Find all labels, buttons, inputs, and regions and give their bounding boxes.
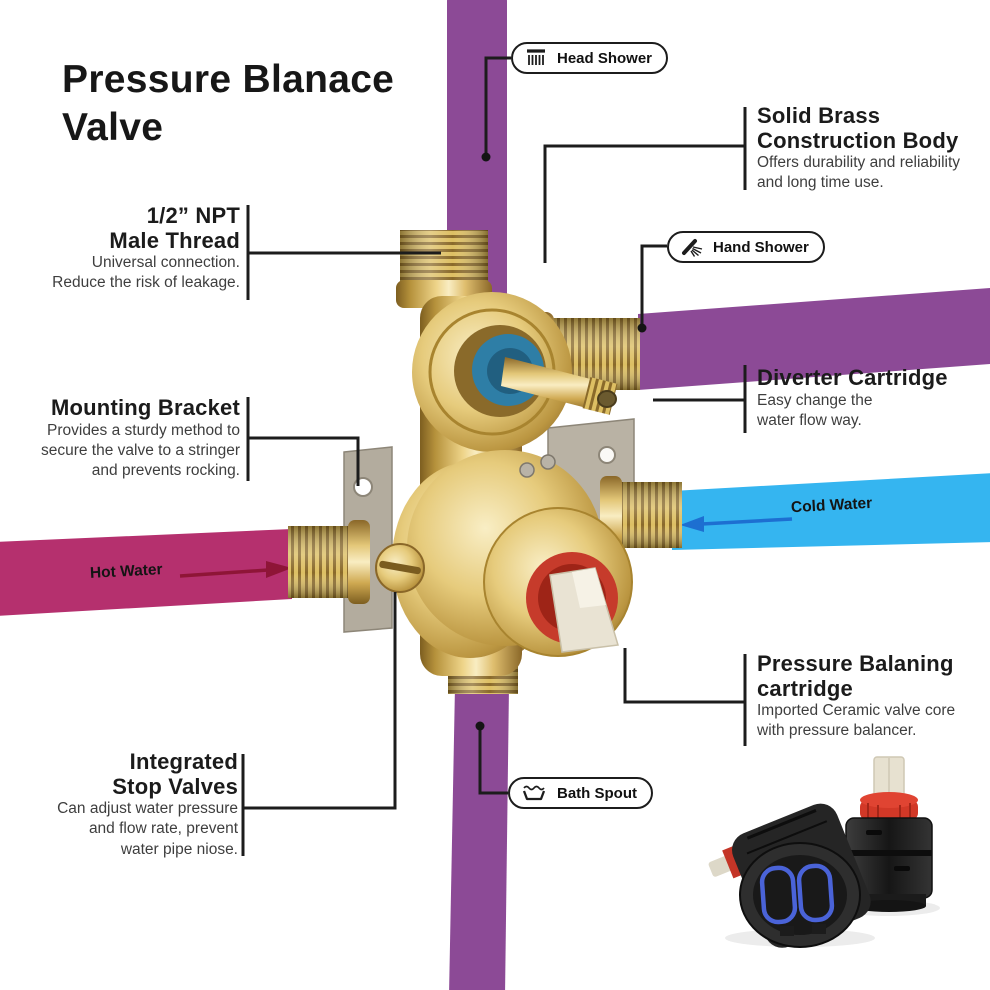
callout-diverter: Diverter Cartridge Easy change the water… (757, 365, 990, 431)
shower-pipes (447, 0, 990, 990)
callout-body: Reduce the risk of leakage. (52, 274, 240, 292)
callout-heading: Integrated (129, 749, 238, 774)
callout-body: and long time use. (757, 174, 884, 192)
callout-heading: 1/2” NPT (146, 203, 240, 228)
head-shower-pipe (447, 0, 507, 300)
hot-water-arrow (179, 561, 292, 578)
callout-body: Universal connection. (91, 254, 240, 272)
diverter-stem (501, 357, 610, 413)
head-shower-pill: Head Shower (511, 42, 669, 74)
callout-heading: Male Thread (109, 227, 240, 253)
callout-dots (475, 152, 647, 731)
bath-spout-pipe (449, 686, 509, 990)
callout-body: water flow way. (757, 411, 862, 429)
cartridge-photos (708, 756, 940, 948)
cold-water-arrow (680, 516, 793, 532)
hand-shower-pipe (638, 288, 990, 390)
callout-stop-valves: Integrated Stop Valves Can adjust water … (8, 749, 238, 860)
callout-lines (241, 56, 747, 856)
hand-shower-icon (682, 239, 703, 257)
callout-body: water pipe niose. (120, 840, 238, 858)
callout-pressure: Pressure Balaning cartridge Imported Cer… (757, 651, 990, 742)
bath-spout-label: Bath Spout (557, 784, 637, 802)
hand-shower-pill: Hand Shower (667, 231, 825, 263)
cold-water-pipe (672, 473, 990, 550)
valve-body (288, 230, 682, 694)
pressure-line (623, 648, 745, 704)
hand-shower-line (640, 244, 667, 328)
bath-tub-icon (522, 785, 546, 801)
bath-spout-line (478, 726, 508, 795)
callout-body: Imported Ceramic valve core (757, 702, 956, 720)
hand-shower-label: Hand Shower (713, 238, 809, 256)
stop-valve-screw (375, 543, 425, 593)
bath-spout-pill: Bath Spout (508, 777, 653, 809)
solid-brass-line (543, 144, 745, 263)
callout-heading: Diverter Cartridge (757, 365, 948, 390)
callout-body: and flow rate, prevent (88, 820, 238, 838)
head-shower-line (484, 56, 511, 157)
callout-heading: Pressure Balaning (757, 651, 954, 676)
callout-body: with pressure balancer. (757, 722, 917, 740)
head-shower-label: Head Shower (557, 49, 653, 67)
tilted-cartridge-photo (708, 803, 871, 948)
callout-heading: Mounting Bracket (51, 395, 240, 420)
callout-body: Offers durability and reliability (757, 154, 961, 172)
callout-heading: cartridge (757, 675, 853, 701)
hot-water-pipe (0, 529, 292, 616)
callout-body: and prevents rocking. (91, 461, 240, 479)
callout-body: secure the valve to a stringer (40, 441, 240, 459)
hot-water-label: Hot Water (89, 561, 163, 582)
callout-mounting: Mounting Bracket Provides a sturdy metho… (5, 395, 240, 481)
callout-body: Can adjust water pressure (57, 800, 238, 818)
diverter-cartridge (412, 292, 618, 452)
hot-inlet-thread (288, 520, 370, 604)
top-port-thread (396, 230, 492, 308)
callout-heading: Construction Body (757, 127, 959, 153)
callout-body: Provides a sturdy method to (47, 421, 240, 439)
callout-heading: Solid Brass (757, 103, 881, 128)
shower-head-icon (527, 49, 545, 65)
pressure-balancing-cartridge (407, 450, 633, 657)
callout-body: Easy change the (757, 391, 873, 409)
callout-npt: 1/2” NPT Male Thread Universal connectio… (10, 203, 240, 294)
stop-valves-line (243, 592, 397, 810)
callout-solid-brass: Solid Brass Construction Body Offers dur… (757, 103, 990, 194)
mounting-line (248, 436, 360, 486)
callout-heading: Stop Valves (112, 773, 238, 799)
page-title: Pressure Blanace Valve (62, 58, 395, 149)
